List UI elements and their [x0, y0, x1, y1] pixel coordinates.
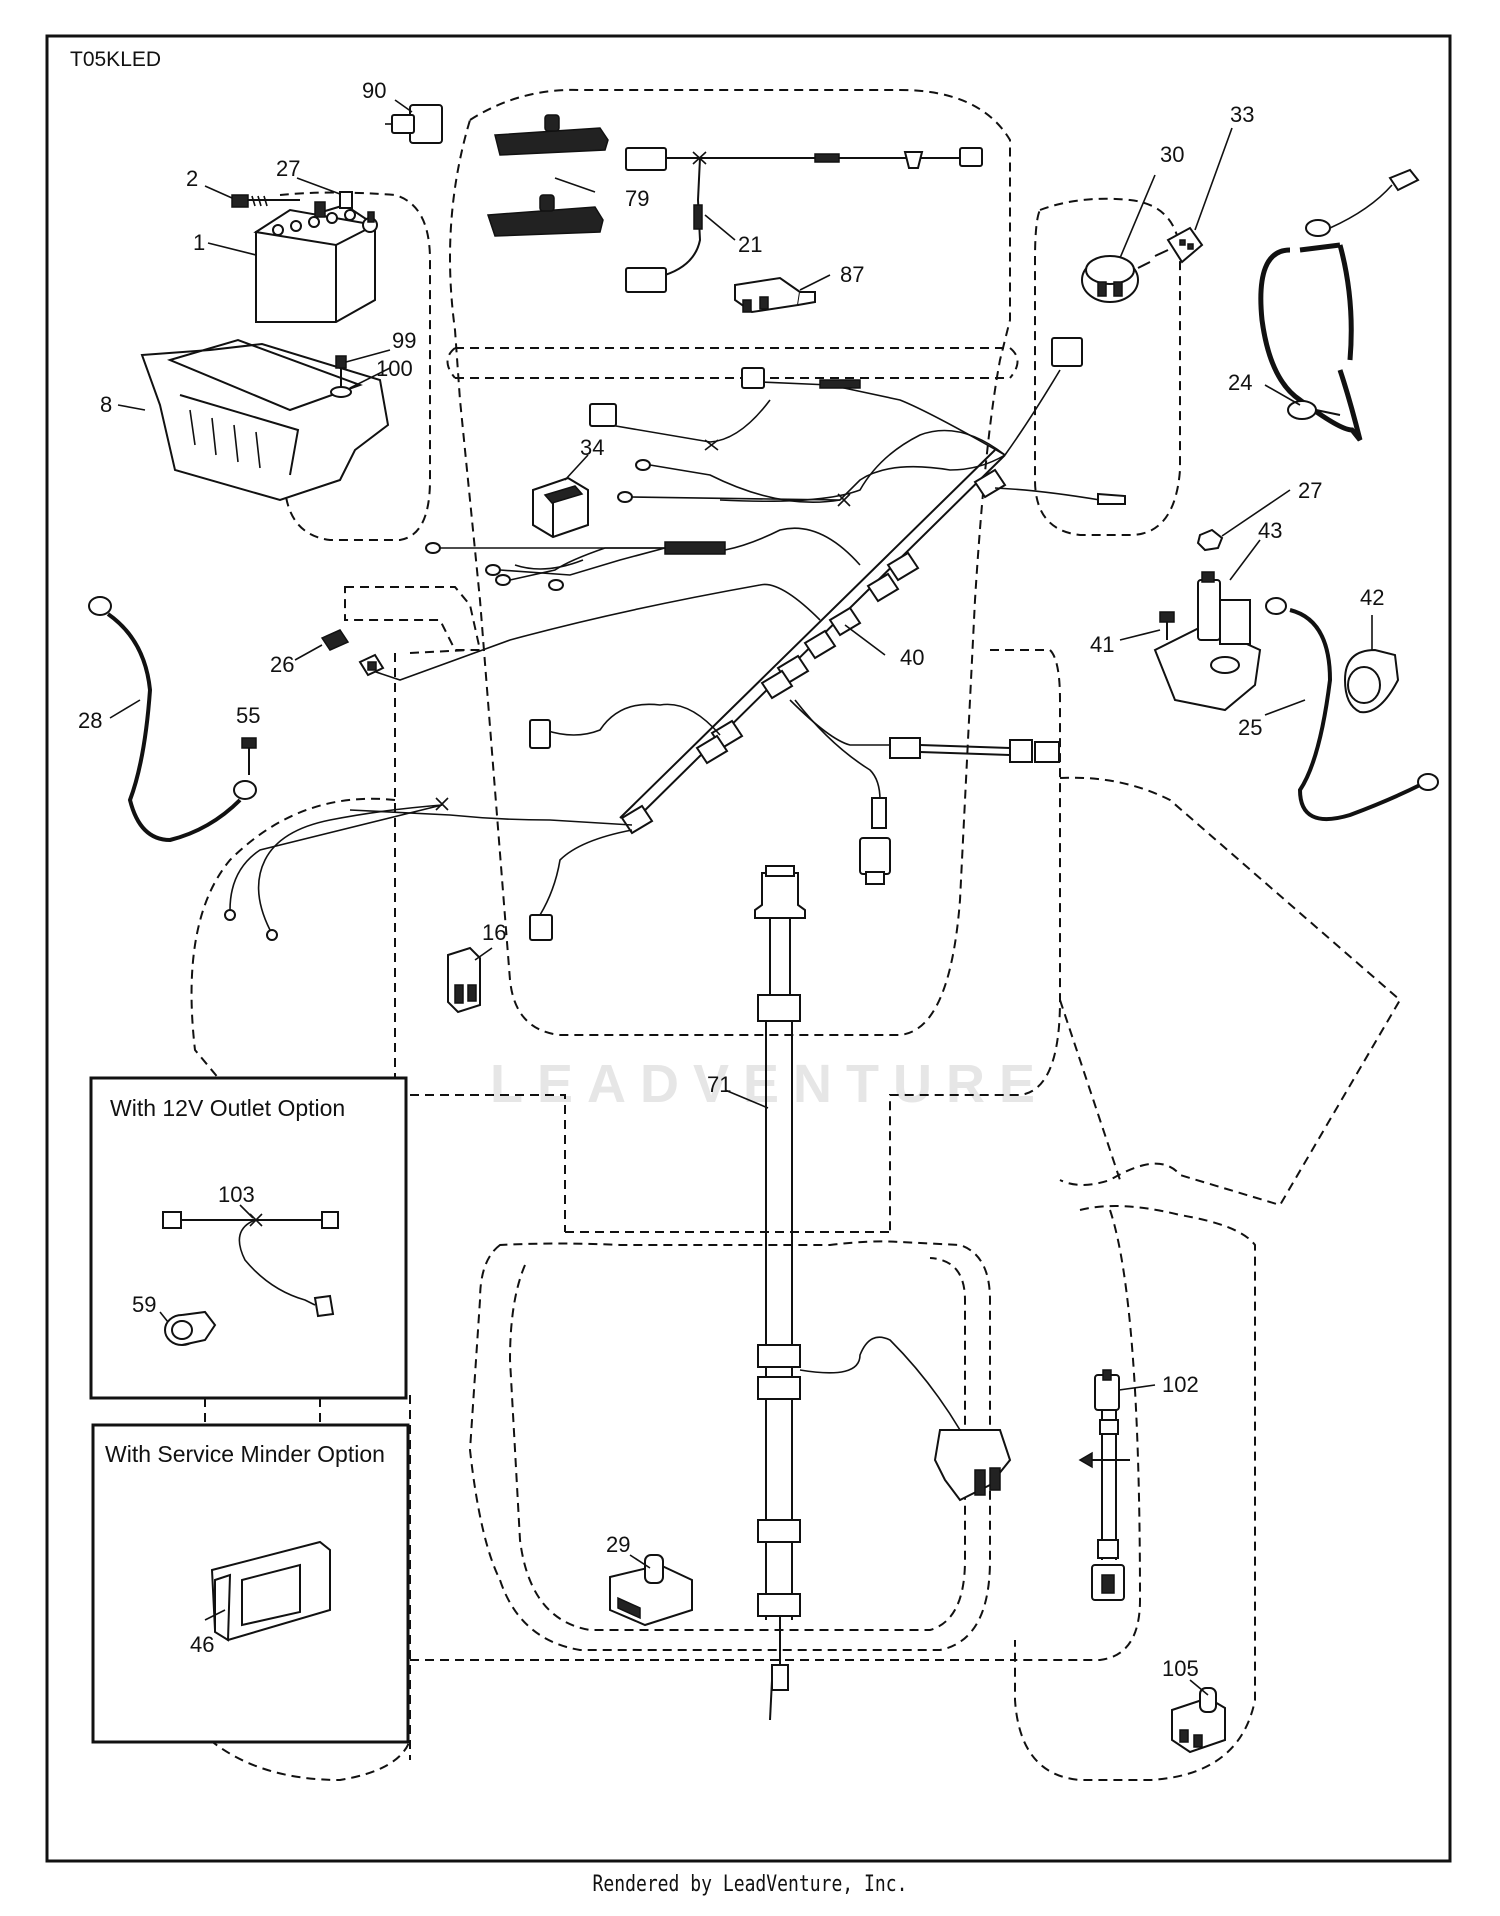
diagram-frame [45, 34, 1452, 1863]
part-30-ignition-switch [1081, 255, 1151, 303]
part-2-bolt [231, 194, 300, 208]
callout-87: 87 [840, 262, 864, 287]
part-105-switch [1171, 1687, 1226, 1754]
part-42-boot [1343, 648, 1400, 714]
part-24-battery-cable [1258, 168, 1420, 442]
part-90-switch [385, 104, 443, 144]
callout-29: 29 [606, 1532, 630, 1557]
callout-99: 99 [392, 328, 416, 353]
watermark: LEADVENTURE [490, 1054, 1049, 1114]
callout-55: 55 [236, 703, 260, 728]
callout-30: 30 [1160, 142, 1184, 167]
callout-2: 2 [186, 166, 198, 191]
callout-71: 71 [707, 1072, 731, 1097]
part-21-harness [625, 147, 983, 293]
render-credit: Rendered by LeadVenture, Inc. [592, 1872, 908, 1897]
part-55-bolt [241, 737, 257, 775]
callout-25: 25 [1238, 715, 1262, 740]
callout-43: 43 [1258, 518, 1282, 543]
callout-79: 79 [625, 186, 649, 211]
option-box-12v-outlet: With 12V Outlet Option [89, 1076, 408, 1400]
wiring-diagram: T05KLED LEADVENTURE [45, 34, 1452, 1863]
callout-59: 59 [132, 1292, 156, 1317]
part-25-cable [1265, 597, 1439, 821]
callout-46: 46 [190, 1632, 214, 1657]
callout-33: 33 [1230, 102, 1254, 127]
callout-105: 105 [1162, 1656, 1199, 1681]
callout-100: 100 [376, 356, 413, 381]
part-27-nut-right [1196, 528, 1224, 552]
callout-26: 26 [270, 652, 294, 677]
part-43-solenoid [1153, 571, 1262, 712]
callout-1: 1 [193, 230, 205, 255]
callout-42: 42 [1360, 585, 1384, 610]
part-29-switch [609, 1554, 693, 1627]
tractor-outline [190, 88, 1402, 1782]
part-27-nut [339, 191, 353, 209]
part-71-harness [754, 865, 1012, 1721]
callout-21: 21 [738, 232, 762, 257]
part-33-key [1154, 226, 1204, 264]
part-28-ground-cable [88, 596, 257, 843]
option-title-service: With Service Minder Option [105, 1441, 385, 1467]
part-16-relay [447, 946, 481, 1014]
callout-102: 102 [1162, 1372, 1199, 1397]
option-box-service-minder: With Service Minder Option [91, 1423, 410, 1744]
callout-41: 41 [1090, 632, 1114, 657]
part-40-main-harness [224, 337, 1126, 941]
callout-27-right: 27 [1298, 478, 1322, 503]
option-title-12v: With 12V Outlet Option [110, 1095, 345, 1121]
callout-27-top: 27 [276, 156, 300, 181]
diagram-code: T05KLED [70, 48, 161, 71]
callout-103: 103 [218, 1182, 255, 1207]
callout-24: 24 [1228, 370, 1252, 395]
part-41-bolt [1159, 611, 1175, 640]
leader-lines [109, 99, 1373, 1696]
part-26-fuse [320, 629, 385, 677]
part-102-harness [1078, 1369, 1130, 1601]
callout-34: 34 [580, 435, 604, 460]
callout-90: 90 [362, 78, 386, 103]
part-34-switch [532, 476, 589, 539]
part-79-connector-upper [494, 114, 609, 156]
callout-28: 28 [78, 708, 102, 733]
callout-40: 40 [900, 645, 924, 670]
part-100-washer [330, 386, 352, 398]
part-8-battery-tray [140, 338, 390, 502]
part-1-battery [253, 201, 379, 323]
callout-8: 8 [100, 392, 112, 417]
callout-16: 16 [482, 920, 506, 945]
part-79-connector-lower [486, 194, 604, 237]
callouts: 90 2 27 1 8 99 100 79 21 87 30 33 24 34 … [78, 78, 1384, 1681]
part-87-relay [734, 276, 816, 314]
